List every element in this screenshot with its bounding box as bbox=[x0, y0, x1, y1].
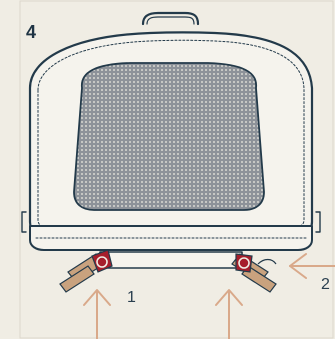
right-strap bbox=[232, 254, 276, 292]
arrow-up-icon bbox=[216, 290, 242, 339]
step-number: 4 bbox=[26, 22, 36, 42]
arrow-up-icon bbox=[84, 290, 110, 339]
bottom-plate bbox=[100, 252, 242, 268]
callout-2: 2 bbox=[321, 276, 330, 293]
callout-1: 1 bbox=[127, 289, 136, 306]
pet-carrier bbox=[22, 13, 320, 268]
zipper-left bbox=[22, 212, 26, 232]
mesh-window bbox=[74, 63, 264, 210]
zipper-right bbox=[316, 212, 320, 232]
left-strap bbox=[60, 250, 112, 292]
arrow-left-icon bbox=[290, 254, 335, 278]
